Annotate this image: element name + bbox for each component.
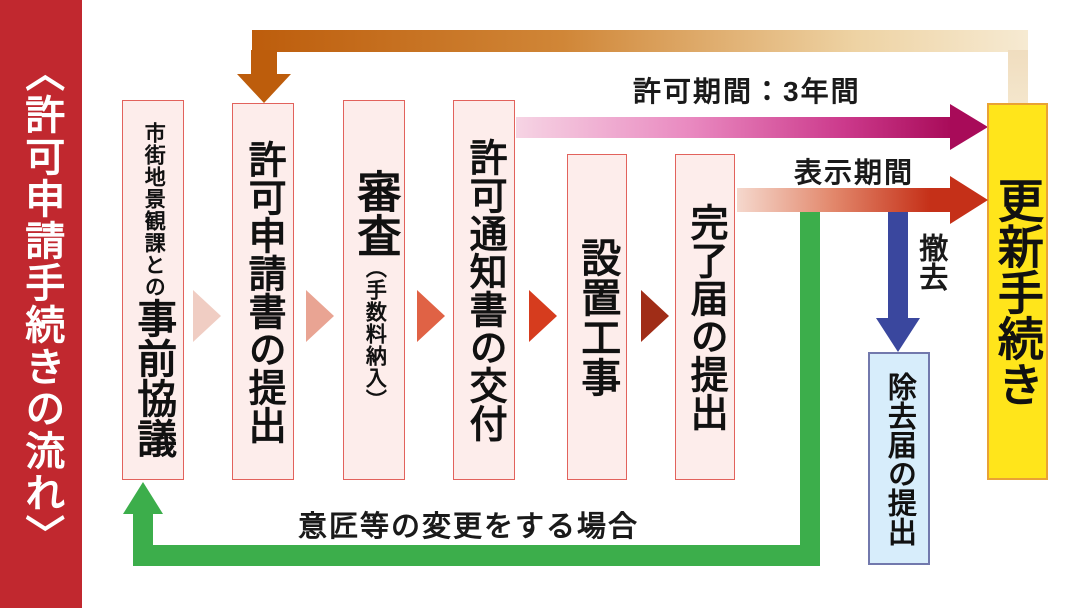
design-change-label: 意匠等の変更をする場合 [298,511,640,543]
step-box-completion-report: 完了届の提出 [675,154,735,480]
design-change-arrow-right-bar [800,196,820,566]
removal-arrow-shaft [888,196,908,318]
step-label: 完了届の提出 [684,203,727,431]
renewal-return-arrow-elbow [1008,50,1028,104]
step-label: 許可通知書の交付 [463,138,506,442]
design-change-arrow-bottom-bar [133,545,820,566]
step-box-prior-consultation: 市街地景観課との事前協議 [122,100,184,480]
arrow-down-icon [876,318,920,352]
renewal-procedure-label: 更新手続き [991,176,1044,407]
removal-report-label: 除去届の提出 [883,371,916,546]
step-label: 市街地景観課との事前協議 [131,122,176,458]
flow-arrow-icon [641,290,669,342]
removal-report-box: 除去届の提出 [868,352,930,565]
flow-arrow-icon [306,290,334,342]
step-box-installation: 設置工事 [567,154,627,480]
renewal-return-arrow-shaft [251,50,277,75]
title-banner: 〈許可申請手続きの流れ〉 [0,0,82,608]
arrow-right-icon [950,104,988,150]
display-period-label: 表示期間 [794,157,915,188]
design-change-arrow-left-shaft [133,512,153,552]
arrow-right-icon [950,176,988,224]
step-box-application-submission: 許可申請書の提出 [232,103,294,480]
flow-arrow-icon [529,290,557,342]
step-box-review: 審査（手数料納入） [343,100,405,480]
renewal-procedure-box: 更新手続き [987,103,1048,480]
display-period-arrow-shaft [737,188,952,212]
renewal-return-arrow-bar [252,30,1028,52]
step-box-permit-notice: 許可通知書の交付 [453,100,515,480]
page-title: 〈許可申請手続きの流れ〉 [19,52,64,556]
step-label: 許可申請書の提出 [242,139,285,444]
step-label: 審査（手数料納入） [350,169,400,411]
permit-period-arrow-shaft [516,117,952,138]
permit-period-label: 許可期間：3年間 [633,76,861,107]
arrow-up-icon [123,482,163,514]
flow-arrow-icon [193,290,221,342]
removal-label: 撤去 [914,233,947,291]
flow-arrow-icon [417,290,445,342]
arrow-down-icon [237,74,291,103]
step-label: 設置工事 [575,237,620,397]
